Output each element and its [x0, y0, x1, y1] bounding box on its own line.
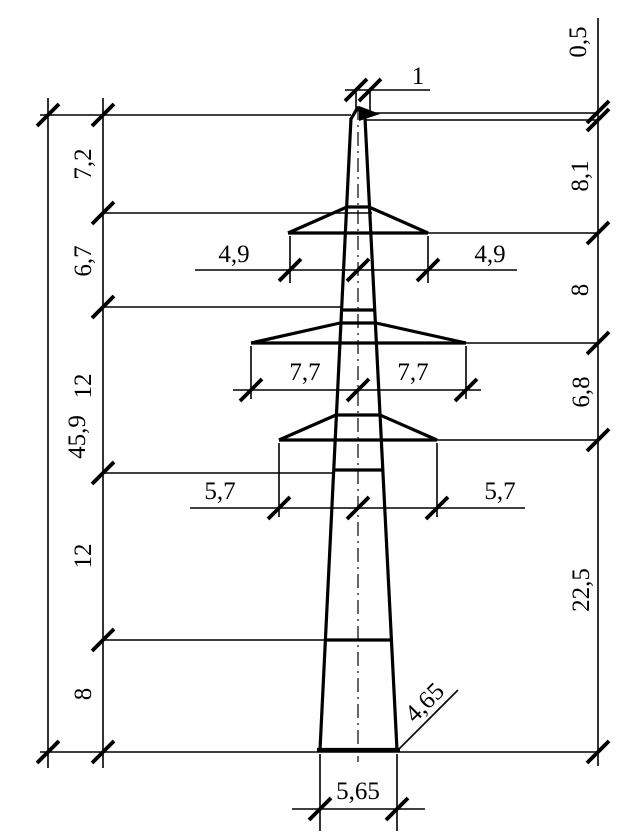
tick	[357, 77, 383, 103]
lower-crossarm-slant-right	[379, 413, 438, 442]
base-side-label: 4,65	[400, 678, 450, 728]
right-segment-label: 8,1	[567, 160, 594, 191]
upper-crossarm-slant-left	[287, 205, 348, 235]
left-segment-label: 8	[70, 688, 97, 701]
middle-crossarm-left-label: 7,7	[289, 359, 320, 386]
left-segment-label: 12	[70, 544, 97, 569]
tower-right-chord	[363, 117, 399, 751]
tick	[585, 107, 611, 133]
lower-crossarm-right-label: 5,7	[484, 478, 515, 505]
tick	[238, 377, 264, 403]
right-segment-label: 22,5	[568, 568, 595, 612]
tick	[585, 99, 611, 125]
tick	[90, 102, 116, 128]
tick	[277, 257, 303, 283]
tick	[415, 257, 441, 283]
tick	[453, 377, 479, 403]
upper-crossarm-right-label: 4,9	[474, 241, 505, 268]
tick	[90, 200, 116, 226]
tip-width-label: 1	[412, 63, 425, 90]
tick	[266, 495, 292, 521]
upper-crossarm-left-label: 4,9	[218, 241, 249, 268]
middle-crossarm-slant-right	[375, 321, 467, 345]
tick	[585, 330, 611, 356]
tick	[585, 220, 611, 246]
tick	[90, 739, 116, 765]
dimension-lines	[40, 18, 599, 831]
lower-crossarm-slant-left	[278, 413, 337, 442]
tick	[585, 427, 611, 453]
total-height-label: 45,9	[64, 415, 91, 459]
tower-tip-flag	[359, 106, 380, 121]
tick	[345, 377, 371, 403]
tick	[585, 739, 611, 765]
tick	[90, 294, 116, 320]
tick	[343, 77, 369, 103]
middle-crossarm-slant-left	[250, 321, 341, 345]
tick	[90, 460, 116, 486]
middle-crossarm-right-label: 7,7	[397, 359, 428, 386]
top-offset-label: 0,5	[565, 26, 592, 57]
tick	[90, 627, 116, 653]
right-segment-label: 6,8	[568, 376, 595, 407]
left-segment-label: 7,2	[70, 148, 97, 179]
lower-crossarm-left-label: 5,7	[204, 478, 235, 505]
base-side-leader-line	[398, 689, 459, 750]
left-segment-label: 12	[70, 374, 97, 399]
tower-apex-left	[349, 106, 360, 120]
left-segment-label: 6,7	[70, 245, 97, 276]
dimension-labels: 1 0,5 45,9 7,2 6,7 12 12 8 8,1 8 6,8 22,…	[64, 26, 595, 805]
tick	[35, 739, 61, 765]
right-segment-label: 8	[567, 284, 594, 297]
tower-structure	[250, 106, 467, 762]
upper-crossarm-slant-right	[368, 205, 429, 235]
tick	[35, 102, 61, 128]
dimension-ticks	[35, 77, 611, 822]
tick	[424, 495, 450, 521]
base-width-label: 5,65	[336, 778, 380, 805]
tick	[384, 796, 410, 822]
tower-left-chord	[318, 117, 353, 751]
tick	[307, 796, 333, 822]
